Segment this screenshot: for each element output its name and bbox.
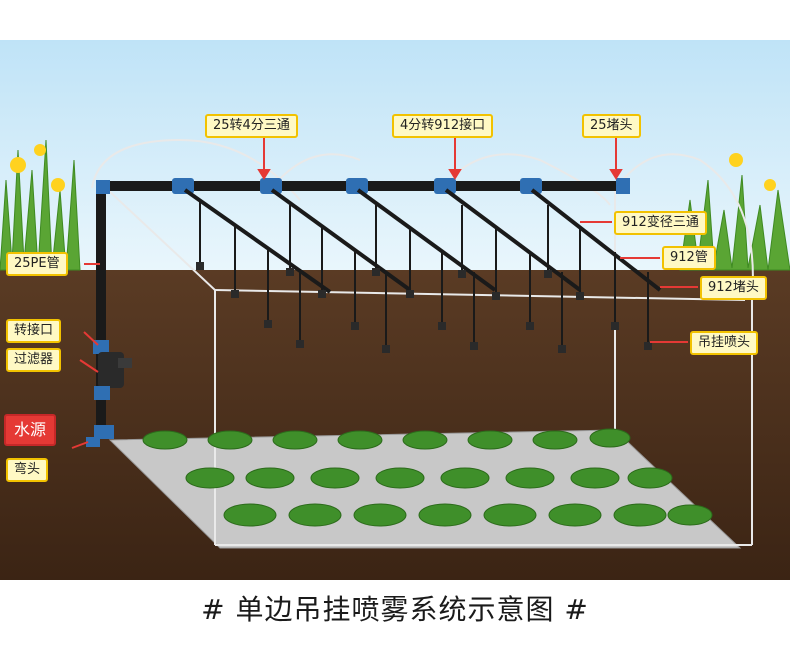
label-tee-25-to-4: 25转4分三通 bbox=[205, 114, 298, 138]
plants bbox=[142, 428, 713, 527]
label-filter: 过滤器 bbox=[6, 348, 62, 372]
label-pipe-912: 912管 bbox=[662, 246, 716, 270]
nozzle-heads bbox=[196, 262, 652, 353]
filter-device bbox=[94, 352, 132, 400]
diagram-caption: # 单边吊挂喷雾系统示意图 # bbox=[201, 593, 589, 626]
label-hanging-nozzle: 吊挂喷头 bbox=[690, 331, 759, 355]
label-elbow: 弯头 bbox=[6, 458, 49, 482]
label-adapter: 转接口 bbox=[6, 319, 62, 343]
label-pipe-25pe: 25PE管 bbox=[6, 252, 68, 276]
label-tee-912-reducer: 912变径三通 bbox=[614, 211, 707, 235]
label-end-cap-912: 912堵头 bbox=[700, 276, 767, 300]
branch-lines bbox=[183, 188, 662, 294]
pointer-lines bbox=[71, 138, 698, 449]
hanging-nozzles bbox=[199, 200, 649, 345]
pipe-25-horizontal bbox=[96, 178, 630, 194]
label-water-source: 水源 bbox=[4, 414, 57, 446]
elbow-fitting bbox=[86, 437, 100, 447]
label-adapter-4-to-912: 4分转912接口 bbox=[392, 114, 494, 138]
flowers bbox=[10, 144, 776, 192]
label-end-cap-25: 25堵头 bbox=[582, 114, 641, 138]
